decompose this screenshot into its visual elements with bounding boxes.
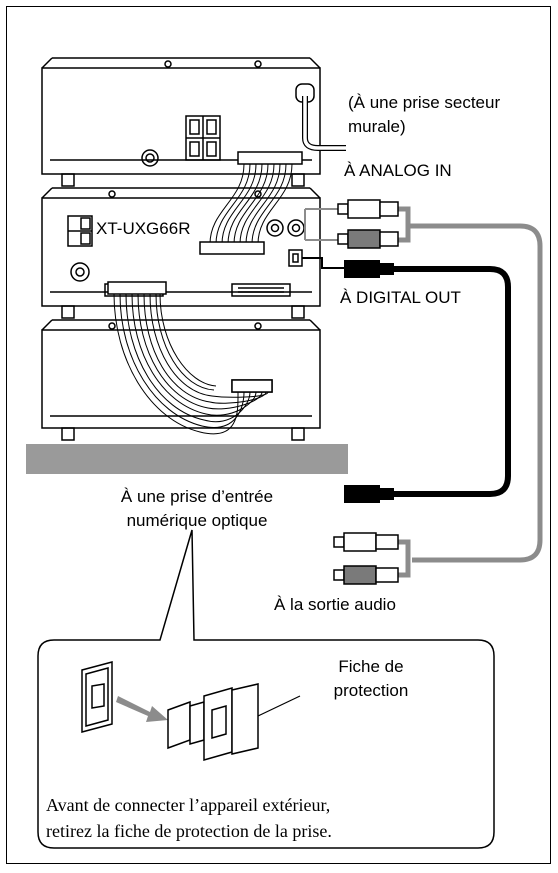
shelf — [26, 444, 348, 474]
rca-plugs-audio-out — [333, 532, 399, 585]
ribbon-cable-top — [199, 151, 303, 255]
middle-unit — [41, 187, 321, 319]
power-label-line1: (À une prise secteur — [348, 93, 501, 112]
optical-input-label-line2: numérique optique — [126, 511, 268, 530]
audio-out-label: À la sortie audio — [274, 595, 396, 614]
analog-cable — [304, 206, 543, 578]
note-line2: retirez la fiche de protection de la pri… — [46, 821, 332, 841]
top-unit — [41, 57, 346, 187]
protective-cap — [167, 683, 301, 761]
ribbon-cable-bottom — [107, 281, 273, 435]
note-line1: Avant de connecter l’appareil extérieur, — [46, 795, 331, 815]
page-frame — [6, 6, 551, 864]
power-label-line2: murale) — [348, 117, 406, 136]
digital-cable — [302, 257, 511, 503]
callout-bubble — [37, 529, 495, 849]
rca-plugs-unit — [337, 199, 399, 249]
cap-label-line2: protection — [333, 681, 409, 700]
bottom-unit — [41, 319, 321, 441]
optical-input-label-line1: À une prise d’entrée — [120, 487, 274, 506]
optical-socket — [81, 661, 113, 733]
arrow — [116, 696, 168, 722]
cap-label-line1: Fiche de — [338, 657, 404, 676]
model-label: XT-UXG66R — [96, 219, 191, 238]
digital-out-label: À DIGITAL OUT — [340, 288, 461, 307]
analog-in-label: À ANALOG IN — [344, 161, 452, 180]
